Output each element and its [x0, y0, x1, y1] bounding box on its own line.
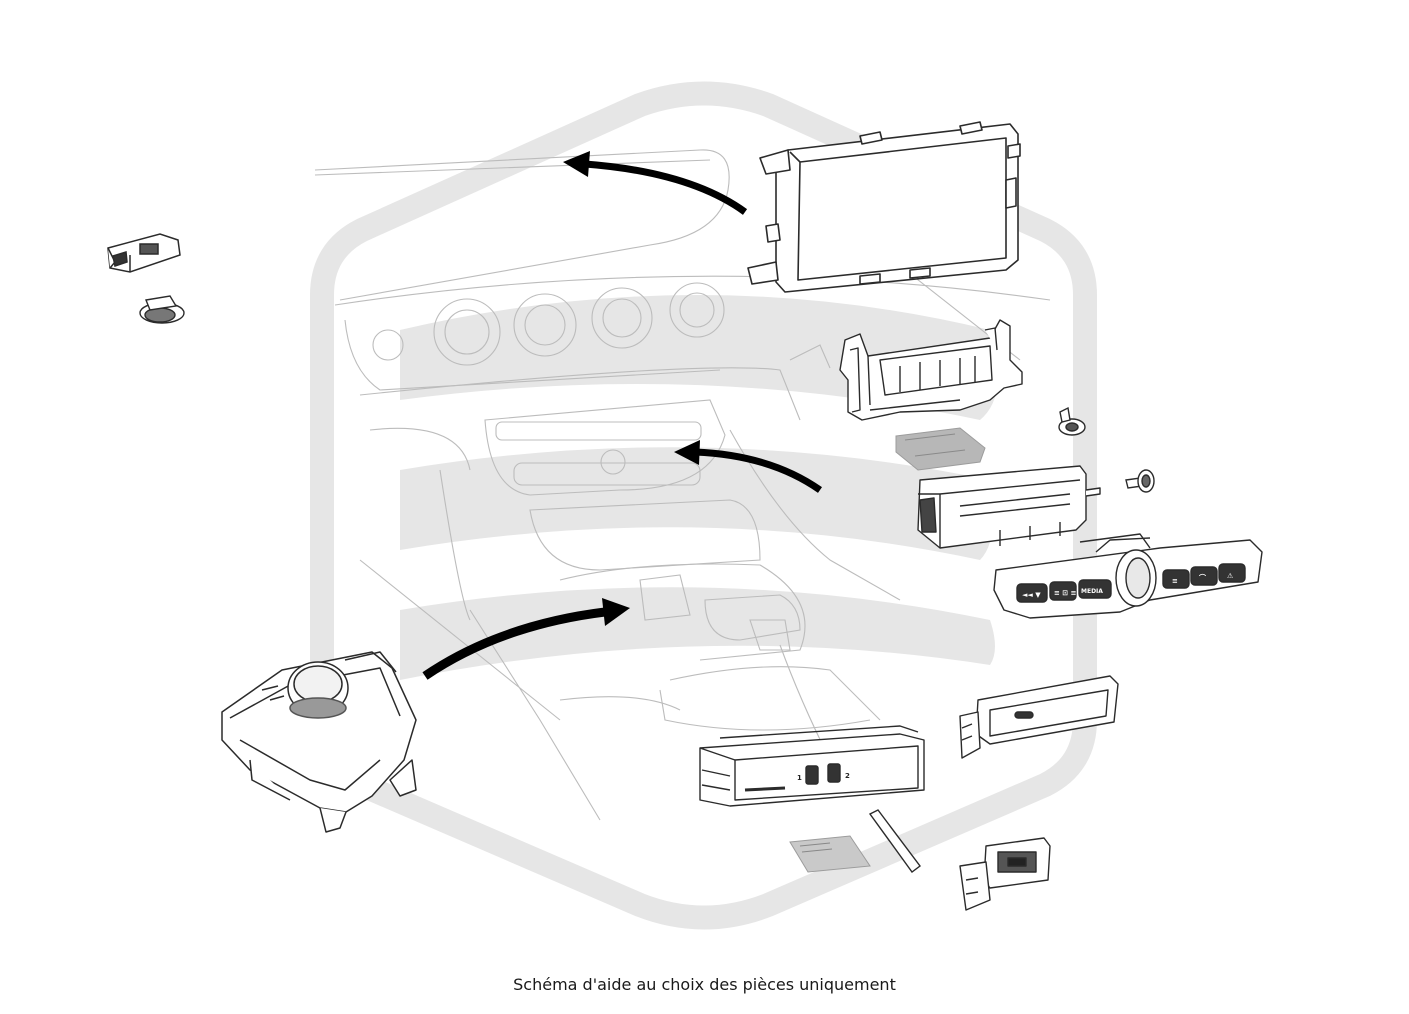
- arrow-to-display: [563, 151, 748, 215]
- usb-port-1-label: 1: [797, 774, 802, 782]
- media-button-label: MEDIA: [1081, 588, 1103, 595]
- usb-port-2-label: 2: [845, 772, 850, 780]
- screw-part-1: [1058, 406, 1086, 436]
- seek-button-label: ◄◄ ▼: [1022, 591, 1041, 599]
- mounting-bracket-part: [839, 319, 1023, 421]
- right-button-2-label: ⌒: [1198, 573, 1207, 582]
- diagram-caption: Schéma d'aide au choix des pièces unique…: [513, 975, 896, 994]
- arrow-to-controller: [422, 598, 630, 680]
- removal-tool-part: [868, 809, 921, 873]
- sensor-connector-part: [107, 233, 181, 273]
- sd-card-part: [789, 835, 871, 873]
- screw-part-2: [1125, 469, 1155, 493]
- head-unit-module-part: [917, 465, 1101, 549]
- rotary-controller-part: [221, 651, 417, 833]
- display-frame-part: [747, 121, 1021, 293]
- round-grommet-part: [139, 295, 185, 324]
- arrow-to-center-console: [674, 440, 823, 493]
- hazard-button-label: ⚠: [1227, 572, 1234, 580]
- usb-single-module-part: [959, 837, 1051, 911]
- usb-hub-part: 1 2: [699, 725, 925, 807]
- usb-c-module-part: [959, 675, 1119, 759]
- control-panel-part: ◄◄ ▼ ≡ ⊡ ≡ MEDIA ≡ ⌒ ⚠: [993, 533, 1263, 619]
- circuit-board-part: [895, 427, 986, 471]
- menu-button-label: ≡ ⊡ ≡: [1054, 589, 1077, 597]
- right-button-1-label: ≡: [1172, 577, 1178, 585]
